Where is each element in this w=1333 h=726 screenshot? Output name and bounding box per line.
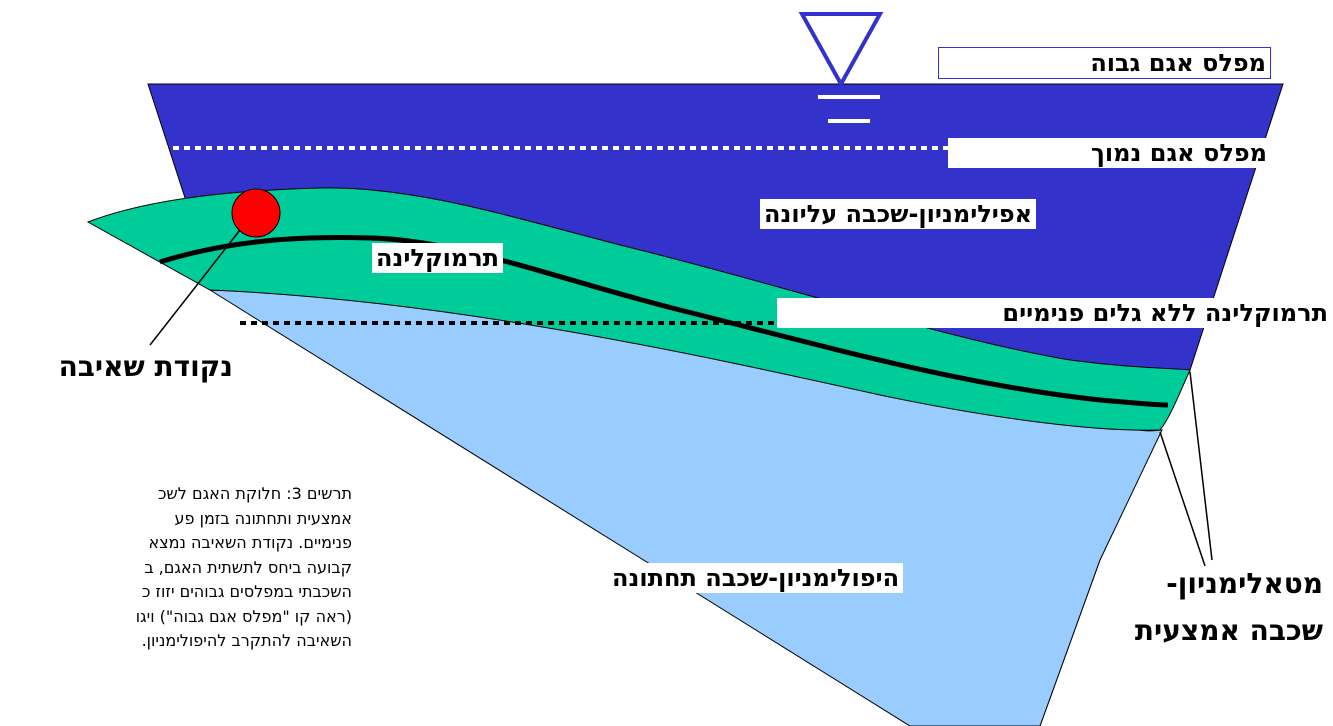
intake-point-circle (231, 188, 281, 238)
metalimnion-label-2: שכבה אמצעית (1134, 614, 1323, 647)
intake-point-label: נקודת שאיבה (58, 350, 233, 383)
caption-line: תרשים 3: חלוקת האגם לשכ (157, 484, 352, 503)
metalimnion-pointer-line-a (1189, 371, 1213, 561)
thermocline-line (159, 235, 1169, 408)
water-level-triangle-icon (798, 12, 884, 123)
caption-line: השכבתי במפלסים גבוהים יזוז כ (141, 582, 352, 601)
caption-line: (ראה קו "מפלס אגם גבוה") ויגו (135, 606, 352, 626)
high-level-label: מפלס אגם גבוה (938, 47, 1271, 79)
caption-line: אמצעית ותחתונה בזמן פע (174, 508, 352, 528)
epilimnion-label: אפילימניון-שכבה עליונה (760, 199, 1037, 229)
thermocline-label: תרמוקלינה (372, 243, 504, 273)
caption-line: פנימיים. נקודת השאיבה נמצא (148, 533, 352, 552)
hypolimnion-label: היפולימניון-שכבה תחתונה (608, 563, 904, 593)
caption-line: קבועה ביחס לתשתית האגם, ב (144, 557, 352, 577)
metalimnion-pointer-line-b (1159, 431, 1206, 567)
caption-line: השאיבה להתקרב להיפולימניון. (141, 631, 352, 650)
intake-pointer-line (149, 229, 241, 346)
metalimnion-label-1: מטאלימניון- (1166, 567, 1323, 600)
figure-caption: תרשים 3: חלוקת האגם לשכ אמצעית ותחתונה ב… (0, 482, 352, 654)
low-level-label: מפלס אגם נמוך (948, 138, 1271, 168)
thermocline-no-waves-label: תרמוקלינה ללא גלים פנימיים (777, 298, 1332, 328)
